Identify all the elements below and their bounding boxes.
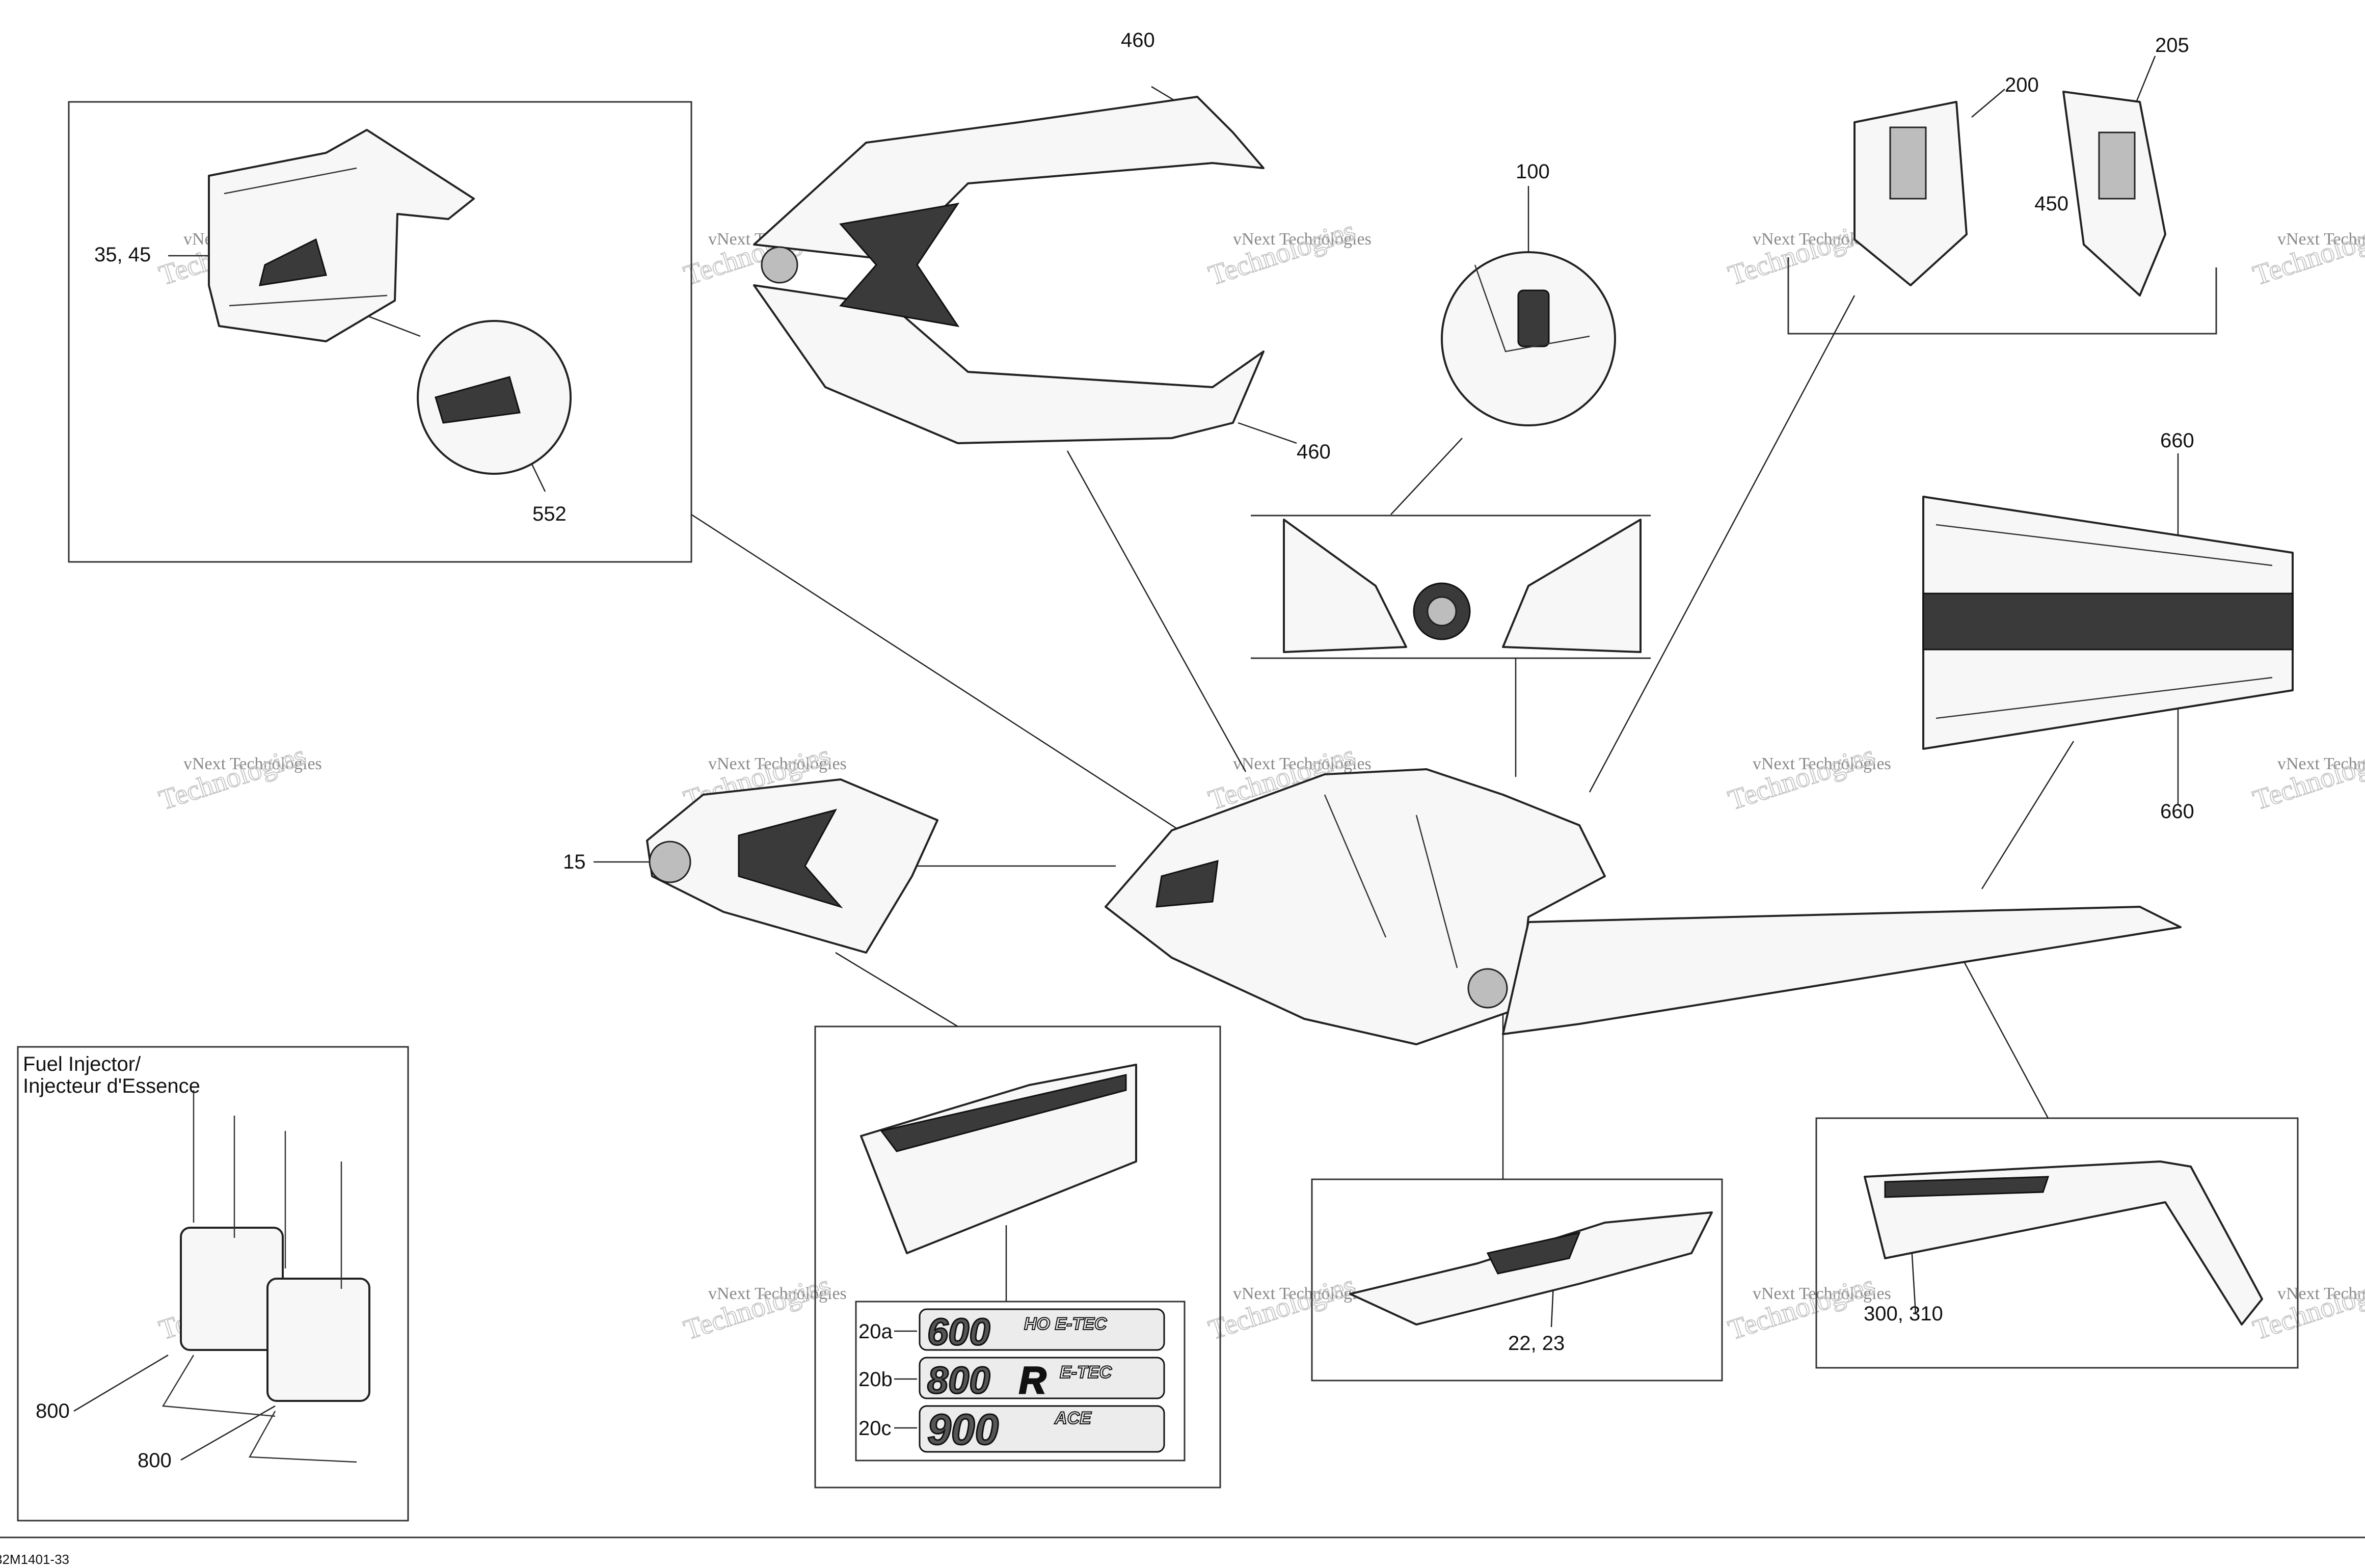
frame-tunnel-decal <box>1311 1178 1723 1382</box>
frame-knee-pads <box>1787 257 2217 335</box>
callout-450: 450 <box>2034 193 2068 215</box>
engine-decal-badges: 600 HO E-TEC 800 R E-TEC 900 ACE <box>919 1308 1165 1454</box>
watermark-text: vNext Technologies <box>708 1284 847 1303</box>
watermark: vNext Technologies Technologies <box>1204 1268 1372 1346</box>
watermark-text: vNext Technologies <box>708 754 847 773</box>
watermark-text: vNext Technologies <box>183 754 322 773</box>
callout-460-bottom: 460 <box>1297 441 1331 463</box>
decal-800r-badge: 800 R E-TEC <box>919 1357 1165 1402</box>
part-upper-panel-closeup <box>1441 251 1616 426</box>
part-rear-flap <box>1864 1160 2263 1326</box>
watermark: vNext Technologies Technologies <box>2249 1268 2365 1346</box>
part-side-panel <box>208 129 572 475</box>
watermark: vNext Technologies Technologies <box>1724 739 1891 817</box>
part-tunnel-decal <box>1349 1211 1713 1326</box>
frame-engine-decals <box>814 1025 1221 1489</box>
callout-205: 205 <box>2155 34 2189 57</box>
callout-20a: 20a <box>858 1320 893 1343</box>
callout-800-a: 800 <box>36 1400 70 1422</box>
watermark-text: vNext Technologies <box>1753 1284 1891 1303</box>
watermark-text: vNext Technologies <box>1233 754 1372 773</box>
frame-fuel-injector <box>17 1046 409 1522</box>
watermark-text-outline: Technologies <box>155 739 309 816</box>
callout-35-45: 35, 45 <box>94 244 151 266</box>
part-hood-top <box>753 96 1265 444</box>
decal-600-badge: 600 HO E-TEC <box>919 1308 1165 1354</box>
callout-800-b: 800 <box>138 1449 172 1472</box>
part-snowmobile-assembly <box>1105 768 2182 1045</box>
detail-frames <box>0 101 2365 1538</box>
watermark-text: vNext Technologies <box>2277 754 2365 773</box>
watermark: vNext Technologies Technologies <box>2249 214 2365 292</box>
watermark: vNext Technologies Technologies <box>2249 739 2365 817</box>
callout-20b: 20b <box>858 1368 893 1391</box>
watermark-text-outline: Technologies <box>1205 1269 1359 1346</box>
watermark: vNext Technologies Technologies <box>1204 214 1372 292</box>
part-knee-pads <box>1853 91 2166 296</box>
frame-decal-600 <box>855 1301 1186 1462</box>
decal-600-number: 600 <box>927 1311 990 1353</box>
callout-300-310: 300, 310 <box>1864 1303 1943 1325</box>
callout-20c: 20c <box>858 1417 892 1440</box>
decal-900-badge: 900 ACE <box>919 1405 1165 1454</box>
decal-800-r: R <box>1019 1359 1046 1401</box>
watermark-text-outline: Technologies <box>1205 214 1359 291</box>
watermark-text: vNext Technologies <box>1753 754 1891 773</box>
watermark-text-outline: Technologies <box>680 1269 834 1346</box>
decal-800-label: E-TEC <box>1060 1363 1112 1382</box>
watermark-text-outline: Technologies <box>2249 739 2365 816</box>
decal-900-label: ACE <box>1054 1409 1092 1428</box>
fuel-injector-caption: Fuel Injector/ Injecteur d'Essence <box>23 1053 200 1097</box>
fuel-injector-title: Fuel Injector/ <box>23 1053 141 1075</box>
callout-labels: 460 460 200 205 450 100 35, 45 552 660 6… <box>36 29 2194 1472</box>
callout-552: 552 <box>532 503 567 525</box>
callout-660-top: 660 <box>2160 429 2194 452</box>
part-engine-panel-decal <box>860 1064 1137 1254</box>
callout-22-23: 22, 23 <box>1508 1332 1565 1355</box>
callout-460-top: 460 <box>1121 29 1155 51</box>
frame-rear-flap <box>1815 1117 2299 1369</box>
watermark-text: vNext Technologies <box>2277 230 2365 249</box>
watermark-text-outline: Technologies <box>1725 739 1878 816</box>
watermark-text: vNext Technologies <box>2277 1284 2365 1303</box>
decal-800-number: 800 <box>927 1359 990 1401</box>
watermark-text-outline: Technologies <box>2249 214 2365 291</box>
watermark-text: vNext Technologies <box>1233 230 1372 249</box>
watermark-text: vNext Technologies <box>1233 1284 1372 1303</box>
callout-100: 100 <box>1516 160 1550 183</box>
decal-600-label: HO E-TEC <box>1024 1314 1107 1334</box>
part-hood-front-decal <box>646 778 938 954</box>
part-running-board-top <box>1922 496 2294 750</box>
frame-side-panel-detail <box>68 101 692 563</box>
part-front-hood-view <box>1283 519 1642 653</box>
watermark: vNext Technologies Technologies <box>680 1268 847 1346</box>
watermark: vNext Technologies Technologies <box>155 739 322 817</box>
drawing-number: 32M1401-33 <box>0 1552 69 1565</box>
callout-660-bottom: 660 <box>2160 800 2194 823</box>
fuel-injector-title-fr: Injecteur d'Essence <box>23 1075 200 1097</box>
watermark-text-outline: Technologies <box>2249 1269 2365 1346</box>
callout-15: 15 <box>563 851 586 873</box>
decal-900-number: 900 <box>927 1405 999 1453</box>
part-fuel-injectors <box>162 1090 370 1463</box>
callout-200: 200 <box>2005 74 2039 96</box>
watermark-text-outline: Technologies <box>1725 1269 1878 1346</box>
